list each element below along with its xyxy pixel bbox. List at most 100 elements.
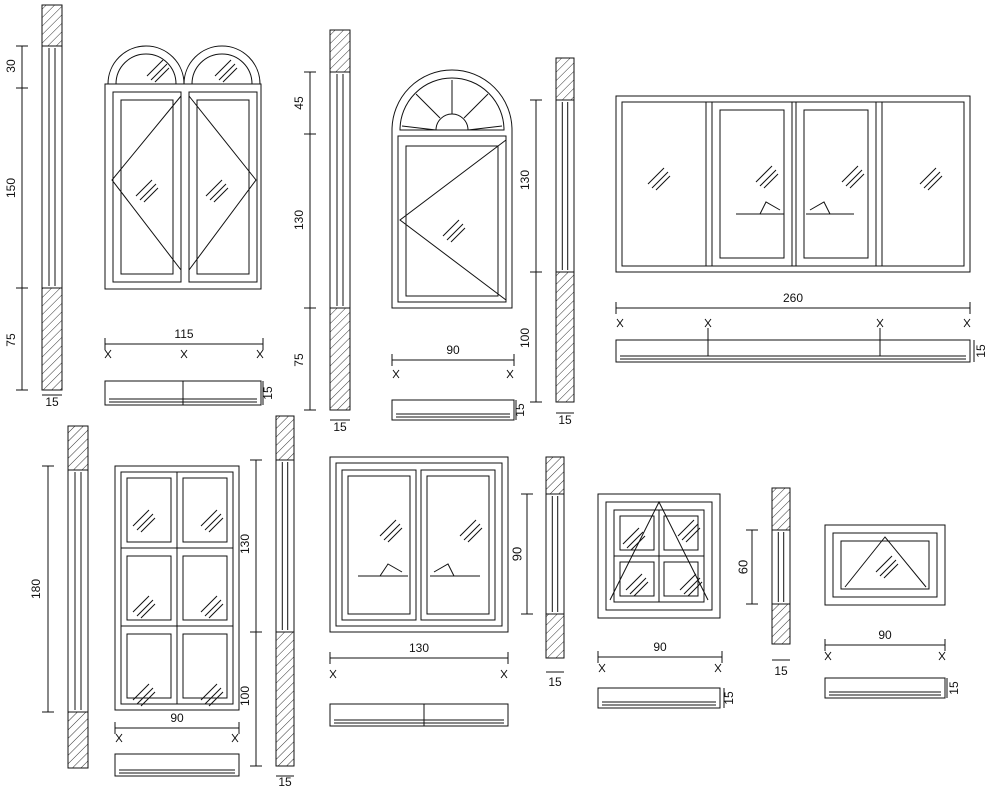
- outer-frame: [824, 524, 946, 606]
- dimension-label: 75: [4, 333, 18, 347]
- sliding-handle-left: [736, 201, 784, 215]
- glass-reflection-mark: [919, 167, 943, 191]
- opening-line: [399, 139, 507, 301]
- dimension-label: 150: [4, 178, 18, 198]
- dimension-label: 130: [518, 170, 532, 190]
- fanlight-spokes: [401, 80, 503, 131]
- dimension-label: 75: [292, 353, 306, 367]
- left-sash: [112, 91, 182, 283]
- glass-left: [347, 475, 411, 615]
- wall-hatch: [545, 456, 565, 495]
- window-plan: [824, 677, 946, 699]
- window-section: [275, 459, 295, 633]
- glass-reflection-mark: [459, 519, 483, 543]
- wall-hatch: [67, 711, 89, 769]
- opening-line: [844, 536, 927, 588]
- pane: [663, 515, 699, 551]
- glass-reflection-mark: [214, 59, 238, 83]
- dimension-label: 45: [292, 96, 306, 110]
- pane: [619, 515, 655, 551]
- left-opening-line: [111, 95, 182, 271]
- glass-right: [426, 475, 490, 615]
- dimension-label: 100: [238, 686, 252, 706]
- dimension-label: 15: [722, 691, 736, 705]
- glass-reflection-mark: [677, 519, 701, 543]
- arch-top: [107, 45, 261, 85]
- window-plan: [391, 399, 515, 421]
- dimension-label: 15: [548, 675, 562, 689]
- pane: [126, 477, 172, 543]
- sash-left: [341, 469, 417, 621]
- wall-hatch: [41, 287, 63, 391]
- dimension-x-mark: [714, 663, 722, 673]
- dimension-x-mark: [329, 669, 337, 679]
- sliding-handle-right: [806, 201, 854, 215]
- wall-hatch: [555, 57, 575, 101]
- dimension-label: 260: [783, 291, 803, 305]
- glass-reflection-mark: [132, 683, 156, 707]
- glass-reflection-mark: [132, 595, 156, 619]
- pane: [182, 477, 228, 543]
- glass-reflection-mark: [875, 555, 899, 579]
- glass-reflection-mark: [647, 167, 671, 191]
- dimension-label: 15: [333, 420, 347, 434]
- glass-reflection-mark: [442, 219, 466, 243]
- pane: [182, 555, 228, 621]
- arch-inner: [115, 53, 253, 85]
- inner-frame: [832, 532, 938, 598]
- panel-3: [795, 101, 877, 267]
- dimension-label: 15: [774, 664, 788, 678]
- glass: [840, 540, 930, 590]
- window-section: [545, 493, 565, 615]
- dimension-label: 15: [278, 775, 292, 789]
- left-glass: [120, 99, 174, 275]
- glass-reflection-mark: [135, 179, 159, 203]
- right-opening-line: [188, 95, 257, 271]
- dimension-label: 90: [446, 343, 460, 357]
- window-section: [67, 469, 89, 713]
- dimension-x-mark: [938, 651, 946, 661]
- glass: [405, 145, 499, 297]
- wall-hatch: [275, 415, 295, 461]
- sash-right: [420, 469, 496, 621]
- wall-hatch: [41, 4, 63, 47]
- right-sash: [188, 91, 258, 283]
- dimension-label: 100: [518, 328, 532, 348]
- pane: [182, 633, 228, 699]
- dimension-label: 90: [653, 640, 667, 654]
- window-plan: [114, 753, 240, 777]
- outer-frame: [615, 95, 971, 273]
- glass-reflection-mark: [205, 179, 229, 203]
- dimension-x-mark: [824, 651, 832, 661]
- dimension-x-mark: [392, 369, 400, 379]
- opening-line: [609, 500, 709, 601]
- dimension-label: 90: [878, 628, 892, 642]
- outer-frame: [104, 83, 262, 290]
- fanlight-hub: [435, 113, 469, 131]
- panel-4: [881, 101, 965, 267]
- dimension-label: 15: [45, 395, 59, 409]
- window-plan: [329, 703, 509, 727]
- inner-frame: [335, 462, 503, 627]
- wall-hatch: [329, 307, 351, 411]
- dimension-x-mark: [963, 318, 971, 328]
- wall-hatch: [555, 271, 575, 403]
- glass-reflection-mark: [200, 509, 224, 533]
- inner-frame: [621, 101, 965, 267]
- sash-2: [719, 109, 785, 259]
- pane: [126, 555, 172, 621]
- wall-hatch: [329, 29, 351, 73]
- dimension-x-mark: [598, 663, 606, 673]
- dimension-label: 15: [261, 386, 275, 400]
- glass-reflection-mark: [755, 165, 779, 189]
- sliding-handle-left: [358, 563, 408, 577]
- sliding-handle-right: [430, 563, 480, 577]
- dimension-label: 130: [238, 534, 252, 554]
- outer-frame: [114, 465, 240, 711]
- pane: [126, 633, 172, 699]
- glass-reflection-mark: [132, 509, 156, 533]
- window-section: [329, 71, 351, 309]
- fanlight: [399, 77, 505, 131]
- outer-frame: [391, 69, 513, 309]
